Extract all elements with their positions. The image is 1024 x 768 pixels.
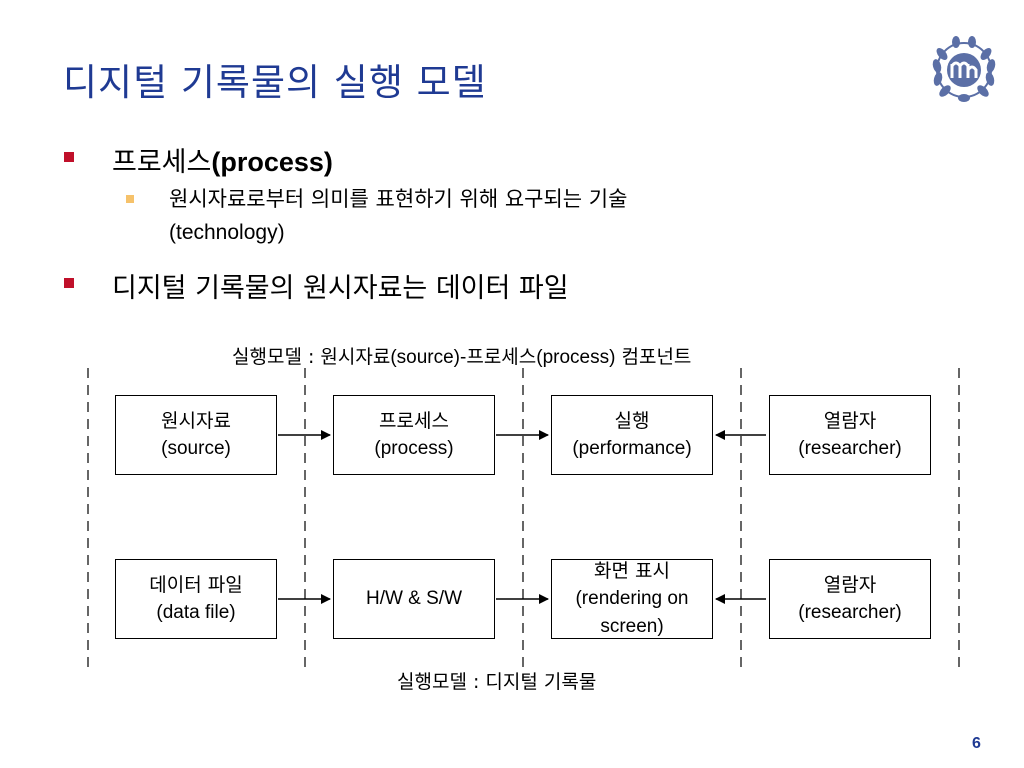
box-label-ko: 원시자료	[161, 410, 231, 432]
box-rendering: 화면 표시 (rendering on screen)	[551, 559, 713, 639]
university-emblem-icon	[932, 36, 996, 102]
box-label-ko: 데이터 파일	[149, 574, 243, 596]
bullet-en: (process)	[211, 147, 333, 177]
box-process: 프로세스 (process)	[333, 395, 495, 475]
bullet-process: 프로세스(process)	[64, 140, 333, 179]
box-data-file: 데이터 파일 (data file)	[115, 559, 277, 639]
sub-bullet-text: 원시자료로부터 의미를 표현하기 위해 요구되는 기술 (technology)	[169, 183, 627, 249]
sub-bullet-technology: 원시자료로부터 의미를 표현하기 위해 요구되는 기술 (technology)	[126, 183, 627, 249]
box-label-en: H/W & S/W	[365, 588, 463, 609]
box-label-ko: 열람자	[823, 410, 877, 432]
box-label-en: (process)	[374, 438, 454, 459]
box-source: 원시자료 (source)	[115, 395, 277, 475]
diagram-caption-top: 실행모델 : 원시자료(source)-프로세스(process) 컴포넌트	[232, 342, 691, 369]
caption-part: (process)	[536, 347, 616, 368]
sub-bullet-line2: (technology)	[169, 221, 285, 244]
bullet-text: 디지털 기록물의 원시자료는 데이터 파일	[112, 273, 569, 304]
box-label-ko: 프로세스	[379, 410, 449, 432]
box-label-ko: 화면 표시	[594, 560, 670, 582]
diagram-caption-bottom: 실행모델 : 디지털 기록물	[397, 671, 597, 693]
box-label-en: (rendering on	[575, 588, 689, 609]
box-label-en: (performance)	[572, 438, 692, 459]
box-researcher-2: 열람자 (researcher)	[769, 559, 931, 639]
bullet-square-icon	[126, 195, 134, 203]
box-label-en: (researcher)	[798, 602, 902, 623]
caption-part: 실행모델 : 원시자료	[232, 346, 391, 368]
sub-bullet-line1: 원시자료로부터 의미를 표현하기 위해 요구되는 기술	[169, 187, 628, 211]
caption-part: 컴포넌트	[615, 346, 692, 368]
box-label-ko: 실행	[614, 410, 650, 432]
box-researcher: 열람자 (researcher)	[769, 395, 931, 475]
caption-part: (source)	[390, 347, 461, 368]
bullet-raw-data: 디지털 기록물의 원시자료는 데이터 파일	[64, 266, 569, 305]
bullet-square-icon	[64, 152, 74, 162]
box-label-en: (data file)	[156, 602, 236, 623]
slide-title: 디지털 기록물의 실행 모델	[63, 61, 487, 104]
box-label-en: (researcher)	[798, 438, 902, 459]
caption-part: 프로세스	[466, 346, 537, 368]
page-number: 6	[972, 735, 981, 752]
caption-part: -	[460, 347, 467, 368]
box-performance: 실행 (performance)	[551, 395, 713, 475]
bullet-ko: 프로세스	[112, 147, 212, 178]
box-label-en: (source)	[161, 438, 231, 459]
bullet-square-icon	[64, 278, 74, 288]
box-label-ko: 열람자	[823, 574, 877, 596]
box-hw-sw: H/W & S/W	[333, 559, 495, 639]
box-label-en: screen)	[600, 616, 664, 637]
bullet-text: 프로세스(process)	[112, 140, 333, 179]
